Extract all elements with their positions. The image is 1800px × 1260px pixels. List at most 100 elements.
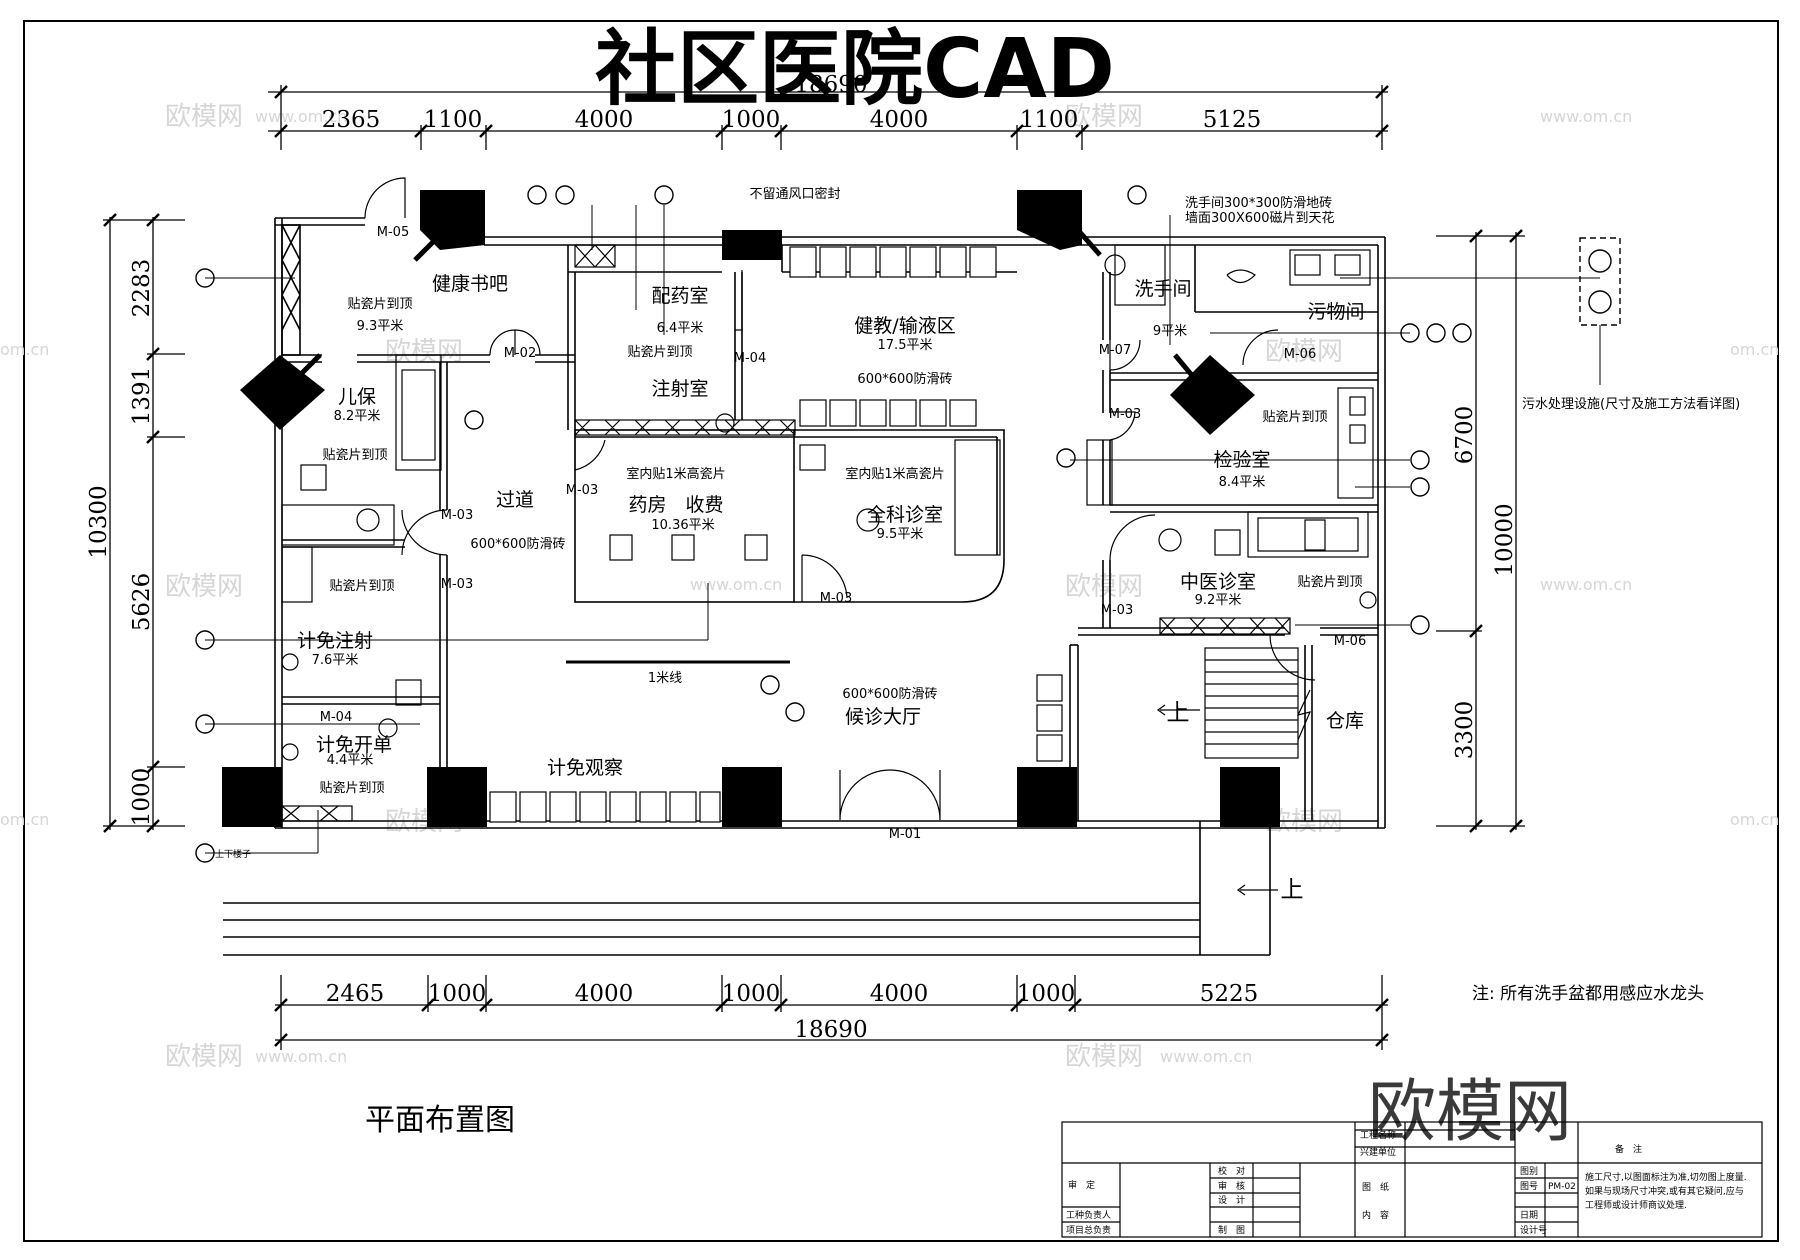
tb-sheet-no: 图号 bbox=[1520, 1181, 1538, 1192]
top-dim-5: 4000 bbox=[870, 107, 929, 133]
tb-approve: 审 定 bbox=[1068, 1179, 1095, 1191]
room-lab-area: 8.4平米 bbox=[1219, 475, 1266, 490]
left-dim-2: 1391 bbox=[129, 367, 155, 426]
room-handwash-area: 9平米 bbox=[1153, 324, 1187, 339]
tb-pm: 项目总负责 bbox=[1066, 1224, 1111, 1236]
room-infusion: 健教/输液区 bbox=[854, 315, 955, 337]
watermark-brand: 欧模网 bbox=[1065, 572, 1143, 602]
stair bbox=[1156, 647, 1312, 896]
bottom-dim-5: 4000 bbox=[870, 981, 929, 1007]
note-one-meter: 1米线 bbox=[648, 671, 682, 686]
bottom-dim-7: 5225 bbox=[1200, 981, 1259, 1007]
top-dim-3: 4000 bbox=[575, 107, 634, 133]
watermark-brand: 欧模网 bbox=[1065, 1042, 1143, 1072]
room-health-bar: 健康书吧 bbox=[432, 273, 508, 295]
stair-up-label: 上 bbox=[1167, 700, 1190, 726]
walls bbox=[223, 217, 1386, 956]
top-dim-4: 1000 bbox=[722, 107, 781, 133]
tb-remark: 备 注 bbox=[1615, 1143, 1642, 1155]
tb-check: 校 对 bbox=[1218, 1165, 1245, 1177]
right-dimension-chain bbox=[1436, 229, 1525, 833]
left-dimension-chain bbox=[103, 213, 185, 833]
room-observation: 计免观察 bbox=[547, 757, 623, 779]
page-title: 社区医院CAD bbox=[595, 22, 1115, 117]
drawing-frame bbox=[23, 20, 1779, 1242]
note-tile-top: 贴瓷片到顶 bbox=[347, 297, 412, 312]
watermark-url: om.cn bbox=[1730, 810, 1779, 829]
door-tag: M-02 bbox=[504, 346, 536, 361]
door-tag: M-03 bbox=[1109, 407, 1141, 422]
tb-draw: 制 图 bbox=[1218, 1224, 1245, 1236]
room-tcm: 中医诊室 bbox=[1180, 571, 1256, 593]
right-dim-2: 10000 bbox=[1492, 503, 1518, 576]
structural-columns bbox=[222, 190, 1280, 827]
tb-remark-line: 施工尺寸,以图面标注为准,切勿图上度量. bbox=[1585, 1171, 1747, 1183]
room-handwash: 洗手间 bbox=[1134, 278, 1191, 300]
door-tag: M-06 bbox=[1284, 347, 1316, 362]
room-pharmacy: 药房 收费 bbox=[628, 494, 723, 516]
tb-date: 日期 bbox=[1520, 1210, 1538, 1221]
watermark-url: www.om.cn bbox=[1160, 1047, 1252, 1066]
title-block-text: 工程名称 兴建单位 审 定 校 对 审 核 设 计 制 图 工种负责人 项目总负… bbox=[1066, 1129, 1747, 1236]
door-tag: M-03 bbox=[441, 508, 473, 523]
note-sewage: 污水处理设施(尺寸及施工方法看详图) bbox=[1522, 396, 1740, 412]
note-tile-top: 贴瓷片到顶 bbox=[329, 579, 394, 594]
room-fp-injection: 计免注射 bbox=[297, 630, 373, 652]
top-dim-2: 1100 bbox=[424, 107, 483, 133]
room-fp-vaccine-area: 4.4平米 bbox=[327, 753, 374, 768]
watermark-url: www.om.cn bbox=[1540, 107, 1632, 126]
tb-project-name: 工程名称 bbox=[1360, 1129, 1396, 1141]
note-tile-top: 贴瓷片到顶 bbox=[1297, 575, 1362, 590]
room-hall: 候诊大厅 bbox=[845, 706, 921, 728]
watermark-logo: 欧模网 bbox=[1368, 1073, 1572, 1152]
door-tag: M-06 bbox=[1334, 634, 1366, 649]
note-tile-top: 贴瓷片到顶 bbox=[322, 448, 387, 463]
column-braces bbox=[298, 228, 1202, 387]
room-general: 全科诊室 bbox=[867, 504, 943, 526]
room-pharmacy-prep-area: 6.4平米 bbox=[657, 321, 704, 336]
door-tag: M-03 bbox=[1101, 603, 1133, 618]
note-floor-tile: 600*600防滑砖 bbox=[470, 536, 565, 552]
watermark-brand: 欧模网 bbox=[1065, 102, 1143, 132]
tb-number: 设计号 bbox=[1520, 1224, 1547, 1236]
bottom-dimension-chain bbox=[274, 975, 1389, 1050]
note-wash-floor: 洗手间300*300防滑地砖 bbox=[1185, 195, 1332, 211]
bottom-dim-4: 1000 bbox=[722, 981, 781, 1007]
tb-design: 设 计 bbox=[1218, 1194, 1245, 1206]
hatched-strips bbox=[281, 244, 1291, 822]
tb-sheet-type: 图别 bbox=[1520, 1166, 1538, 1177]
index-markers bbox=[195, 185, 1472, 863]
note-floor-tile: 600*600防滑砖 bbox=[857, 371, 952, 387]
tb-client: 兴建单位 bbox=[1360, 1146, 1396, 1158]
room-corridor: 过道 bbox=[496, 489, 534, 511]
watermark-brand: 欧模网 bbox=[1265, 337, 1343, 367]
note-stair: 上下楼子 bbox=[215, 848, 251, 860]
door-tag: M-03 bbox=[441, 577, 473, 592]
top-dim-1: 2365 bbox=[322, 107, 381, 133]
door-tag: M-05 bbox=[377, 225, 409, 240]
note-tile-top: 贴瓷片到顶 bbox=[1262, 410, 1327, 425]
note-wash-wall: 墙面300X600磁片到天花 bbox=[1185, 210, 1335, 226]
note-tile-top: 贴瓷片到顶 bbox=[319, 781, 384, 796]
left-dim-3: 5626 bbox=[129, 573, 155, 632]
tb-sheet-code: PM-02 bbox=[1548, 1182, 1576, 1192]
tb-content: 内 容 bbox=[1362, 1209, 1389, 1221]
right-dim-1: 6700 bbox=[1452, 406, 1478, 465]
room-pharmacy-area: 10.36平米 bbox=[651, 518, 714, 533]
tb-remark-line: 如果与现场尺寸冲突,或有其它疑问,应与 bbox=[1585, 1185, 1744, 1197]
tb-remark-line: 工程师或设计师商议处理. bbox=[1585, 1199, 1687, 1211]
right-dim-3: 3300 bbox=[1452, 701, 1478, 760]
watermark-url: www.om.cn bbox=[255, 1047, 347, 1066]
overall-width-top: 18690 bbox=[794, 72, 867, 98]
room-storage: 仓库 bbox=[1326, 710, 1364, 732]
watermark-url: om.cn bbox=[1730, 340, 1779, 359]
room-lab: 检验室 bbox=[1213, 449, 1270, 471]
tb-review: 审 核 bbox=[1218, 1180, 1245, 1192]
room-injection: 注射室 bbox=[651, 378, 708, 400]
drawing-name: 平面布置图 bbox=[365, 1103, 515, 1138]
faucet-note: 注: 所有洗手盆都用感应水龙头 bbox=[1472, 984, 1704, 1004]
tb-drawing: 图 纸 bbox=[1362, 1181, 1389, 1193]
note-tile-top: 贴瓷片到顶 bbox=[627, 345, 692, 360]
note-tile-1m: 室内贴1米高瓷片 bbox=[845, 466, 944, 482]
door-tag: M-01 bbox=[889, 827, 921, 842]
